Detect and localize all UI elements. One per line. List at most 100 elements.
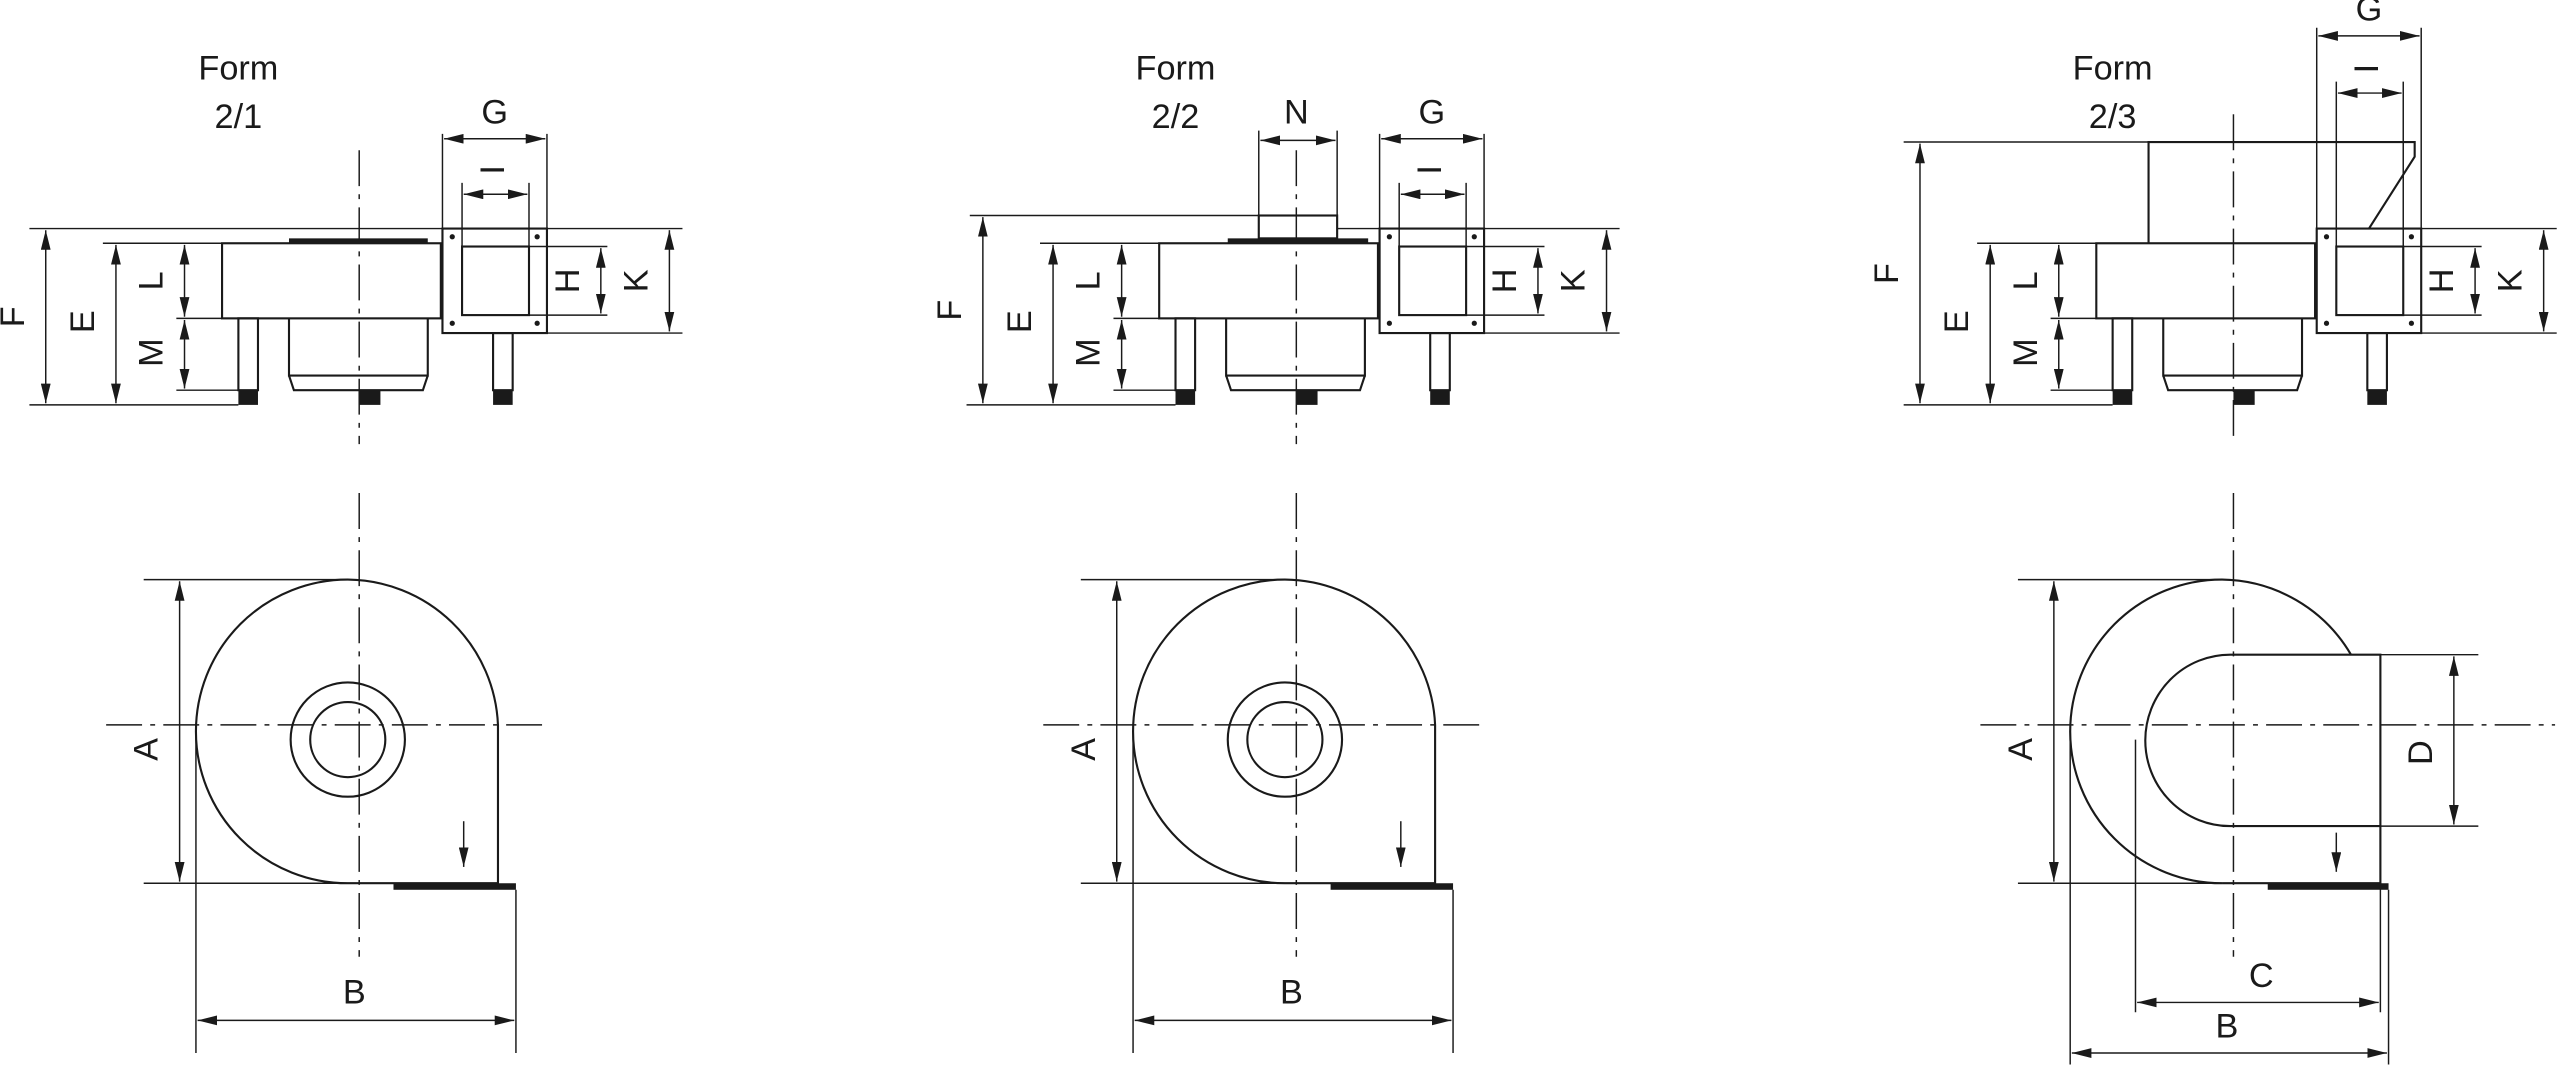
form-1: Form 2/1 G I F E L M H K B A xyxy=(0,49,683,1054)
label-a: A xyxy=(128,738,166,761)
bolt-hole xyxy=(2408,320,2415,326)
base-plate xyxy=(1330,883,1454,890)
form-number: 2/2 xyxy=(1152,98,1200,136)
outlet-flange xyxy=(441,227,549,335)
inlet-nozzle xyxy=(1257,214,1339,240)
label-k: K xyxy=(617,269,655,292)
outlet-opening xyxy=(460,245,531,317)
label-l: L xyxy=(1070,271,1108,290)
label-i: I xyxy=(1411,165,1449,175)
front-view xyxy=(1980,493,2556,1065)
foot-center xyxy=(1296,390,1318,405)
motor xyxy=(287,318,429,392)
bolt-hole xyxy=(534,234,540,240)
inlet-hood xyxy=(2147,140,2416,244)
label-n: N xyxy=(1284,93,1309,131)
foot-right xyxy=(1430,390,1450,405)
base-plate xyxy=(2267,883,2389,890)
label-g: G xyxy=(1419,93,1446,131)
label-b: B xyxy=(1280,973,1303,1011)
foot-right xyxy=(493,390,513,405)
foot-center xyxy=(2233,390,2255,405)
label-i: I xyxy=(2348,64,2386,74)
label-c: C xyxy=(2249,957,2274,995)
label-k: K xyxy=(1555,269,1593,292)
scroll-housing xyxy=(1132,578,1437,885)
bolt-hole xyxy=(1386,234,1392,240)
bolt-hole xyxy=(1471,320,1477,326)
side-view xyxy=(1903,27,2557,445)
bolt-hole xyxy=(2408,234,2415,240)
foot-left xyxy=(238,390,258,405)
outlet-flange xyxy=(1378,227,1486,335)
side-view xyxy=(29,133,683,445)
label-k: K xyxy=(2492,269,2530,292)
label-h: H xyxy=(1486,268,1524,293)
label-f: F xyxy=(931,300,969,321)
foot-left xyxy=(2112,390,2133,405)
label-f: F xyxy=(1868,263,1906,284)
label-d: D xyxy=(2402,740,2440,765)
outlet-duct xyxy=(2144,653,2382,885)
scroll-housing xyxy=(194,578,500,885)
label-h: H xyxy=(549,268,587,293)
top-plate xyxy=(288,238,428,244)
form-3: Form 2/3 G I F E L M H K D CB A xyxy=(1868,0,2557,1065)
form-number: 2/1 xyxy=(215,98,263,136)
fan-casing xyxy=(1158,242,1380,320)
inlet-ring-inner xyxy=(309,700,387,779)
front-view xyxy=(1043,493,1485,1054)
label-a: A xyxy=(2002,738,2040,761)
fan-casing xyxy=(220,242,442,320)
label-e: E xyxy=(1001,310,1039,333)
bolt-hole xyxy=(534,320,540,326)
label-g: G xyxy=(481,93,508,131)
inlet-ring-outer xyxy=(1226,681,1344,798)
leg-right xyxy=(492,331,514,392)
leg-left xyxy=(2111,317,2134,392)
label-e: E xyxy=(1938,310,1976,333)
bolt-hole xyxy=(449,320,455,326)
bolt-hole xyxy=(1386,320,1392,326)
form-title: Form xyxy=(1136,49,1216,87)
form-title: Form xyxy=(2073,49,2153,87)
form-number: 2/3 xyxy=(2089,98,2137,136)
inlet-ring-outer xyxy=(289,681,406,798)
label-a: A xyxy=(1065,738,1103,761)
form-title: Form xyxy=(198,49,278,87)
side-view xyxy=(966,130,1620,445)
front-view xyxy=(106,493,547,1054)
label-b: B xyxy=(343,973,366,1011)
leg-left xyxy=(237,317,260,392)
outlet-opening xyxy=(1398,245,1468,317)
outlet-flange xyxy=(2315,227,2423,335)
outlet-opening xyxy=(2335,245,2405,317)
label-m: M xyxy=(2007,338,2045,367)
leg-right xyxy=(1429,331,1451,392)
top-plate xyxy=(1227,238,1369,244)
label-b: B xyxy=(2215,1008,2238,1046)
bolt-hole xyxy=(2323,234,2330,240)
inlet-ring-inner xyxy=(1246,700,1324,779)
label-l: L xyxy=(133,271,171,290)
label-e: E xyxy=(64,310,102,333)
leg-left xyxy=(1174,317,1197,392)
foot-left xyxy=(1175,390,1196,405)
bolt-hole xyxy=(1471,234,1477,240)
label-l: L xyxy=(2007,271,2045,290)
label-g: G xyxy=(2356,0,2383,28)
label-m: M xyxy=(133,338,171,367)
bolt-hole xyxy=(2323,320,2330,326)
fan-casing xyxy=(2095,242,2317,320)
foot-right xyxy=(2367,390,2387,405)
base-plate xyxy=(393,883,516,890)
motor xyxy=(1225,318,1366,392)
bolt-hole xyxy=(449,234,455,240)
label-f: F xyxy=(0,306,32,327)
label-i: I xyxy=(474,165,512,175)
motor xyxy=(2162,318,2304,392)
label-h: H xyxy=(2423,268,2461,293)
scroll-housing xyxy=(2069,578,2352,885)
